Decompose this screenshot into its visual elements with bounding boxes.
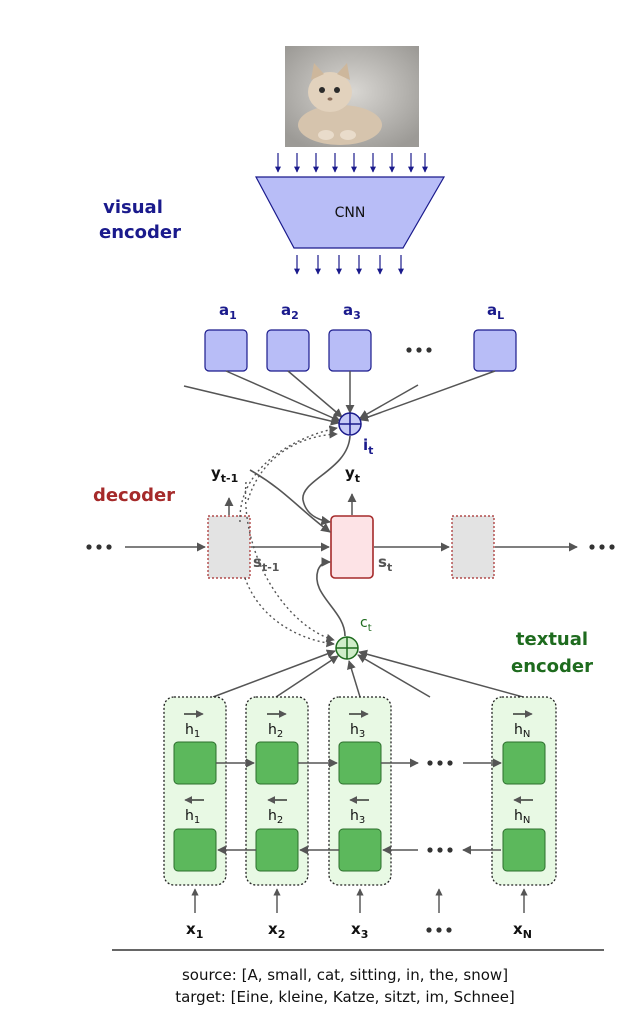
annotation-box-1 [204,329,248,372]
forward-hidden-labels: h1 h2 h3 hN [185,722,530,740]
visual-encoder-label-line1: visual [103,197,163,218]
cnn-input-arrows [275,153,428,173]
a1-label: a1 [219,301,237,322]
visual-encoder-label-line2: encoder [99,222,181,243]
x1-label: x1 [186,920,203,941]
h1-forward-label: h1 [185,722,200,740]
annotation-boxes [204,329,517,372]
hN-forward-label: hN [514,722,530,740]
s-prev-label: st-1 [253,553,279,574]
h3-backward-label: h3 [350,808,365,826]
annotation-box-2 [266,329,310,372]
h1-backward-label: h1 [185,808,200,826]
ellipsis-backward [427,847,453,853]
ellipsis-decoder-right [589,544,615,550]
a3-label: a3 [343,301,361,322]
x2-label: x2 [268,920,285,941]
a2-label: a2 [281,301,299,322]
ellipsis-forward [427,760,453,766]
ellipsis-decoder-left [86,544,112,550]
cnn-block: CNN [254,176,446,249]
decoder-state-prev [207,515,251,579]
y-prev-label: yt-1 [211,464,238,485]
xN-label: xN [513,920,532,941]
x3-label: x3 [351,920,368,941]
cnn-output-arrows [294,255,404,275]
context-to-decoder-arrows [249,435,351,637]
backward-hidden-labels: h1 h2 h3 hN [185,808,530,826]
state-to-attention-dotted-arrows [239,425,338,648]
target-caption: target: [Eine, kleine, Katze, sitzt, im,… [175,988,515,1006]
input-token-arrows [191,888,528,913]
aL-label: aL [487,301,504,322]
h2-backward-label: h2 [268,808,283,826]
h2-forward-label: h2 [268,722,283,740]
decoder-state-current [330,515,374,579]
decoder-state-next [451,515,495,579]
visual-attention-arrows [183,370,496,426]
textual-encoder-label-line1: textual [516,629,588,650]
text-context-label: ct [360,615,372,634]
ellipsis-inputs [426,927,452,933]
backward-rnn-cells [173,828,546,872]
s-label: st [378,553,392,574]
input-image [285,46,419,147]
decoder-label: decoder [93,485,175,506]
annotation-box-3 [328,329,372,372]
image-context-label: it [363,436,373,457]
text-context-node [335,636,359,660]
textual-encoder-label-line2: encoder [511,656,593,677]
cnn-label: CNN [335,205,366,221]
ellipsis-annotations [406,347,432,353]
textual-attention-arrows [212,649,524,698]
input-token-labels: x1 x2 x3 xN [186,920,532,941]
source-caption: source: [A, small, cat, sitting, in, the… [182,966,508,984]
image-context-node [338,412,362,436]
y-label: yt [345,464,360,485]
h3-forward-label: h3 [350,722,365,740]
hN-backward-label: hN [514,808,530,826]
annotation-labels: a1 a2 a3 aL [219,301,504,322]
annotation-box-L [473,329,517,372]
decoder-flow [125,493,578,552]
